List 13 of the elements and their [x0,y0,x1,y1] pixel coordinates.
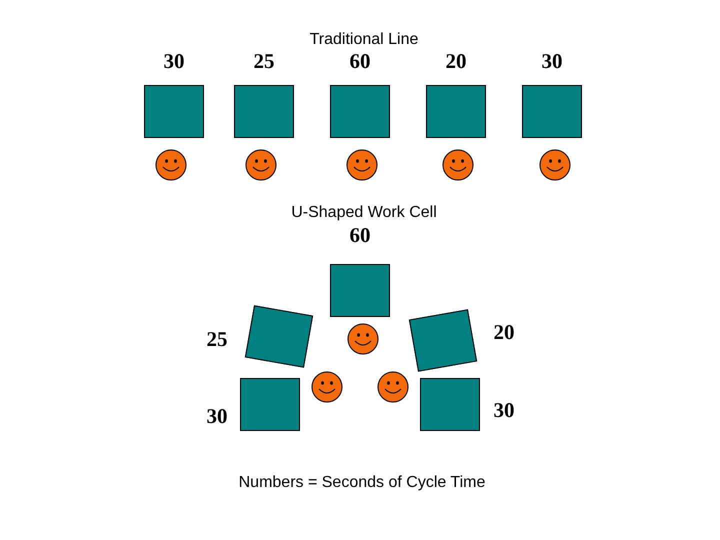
cycle-time-number: 30 [494,399,514,421]
caption: Numbers = Seconds of Cycle Time [238,474,486,492]
section-heading: U-Shaped Work Cell [291,204,437,222]
cycle-time-number: 25 [254,50,274,72]
cycle-time-number: 30 [164,50,184,72]
cycle-time-number: 60 [350,50,370,72]
section-heading: Traditional Line [310,31,418,49]
cycle-time-number: 20 [494,321,514,343]
cycle-time-number: 20 [446,50,466,72]
cycle-time-number: 30 [542,50,562,72]
cycle-time-number: 25 [206,328,228,350]
cycle-time-number: 60 [350,224,370,246]
cycle-time-number: 30 [206,405,228,427]
